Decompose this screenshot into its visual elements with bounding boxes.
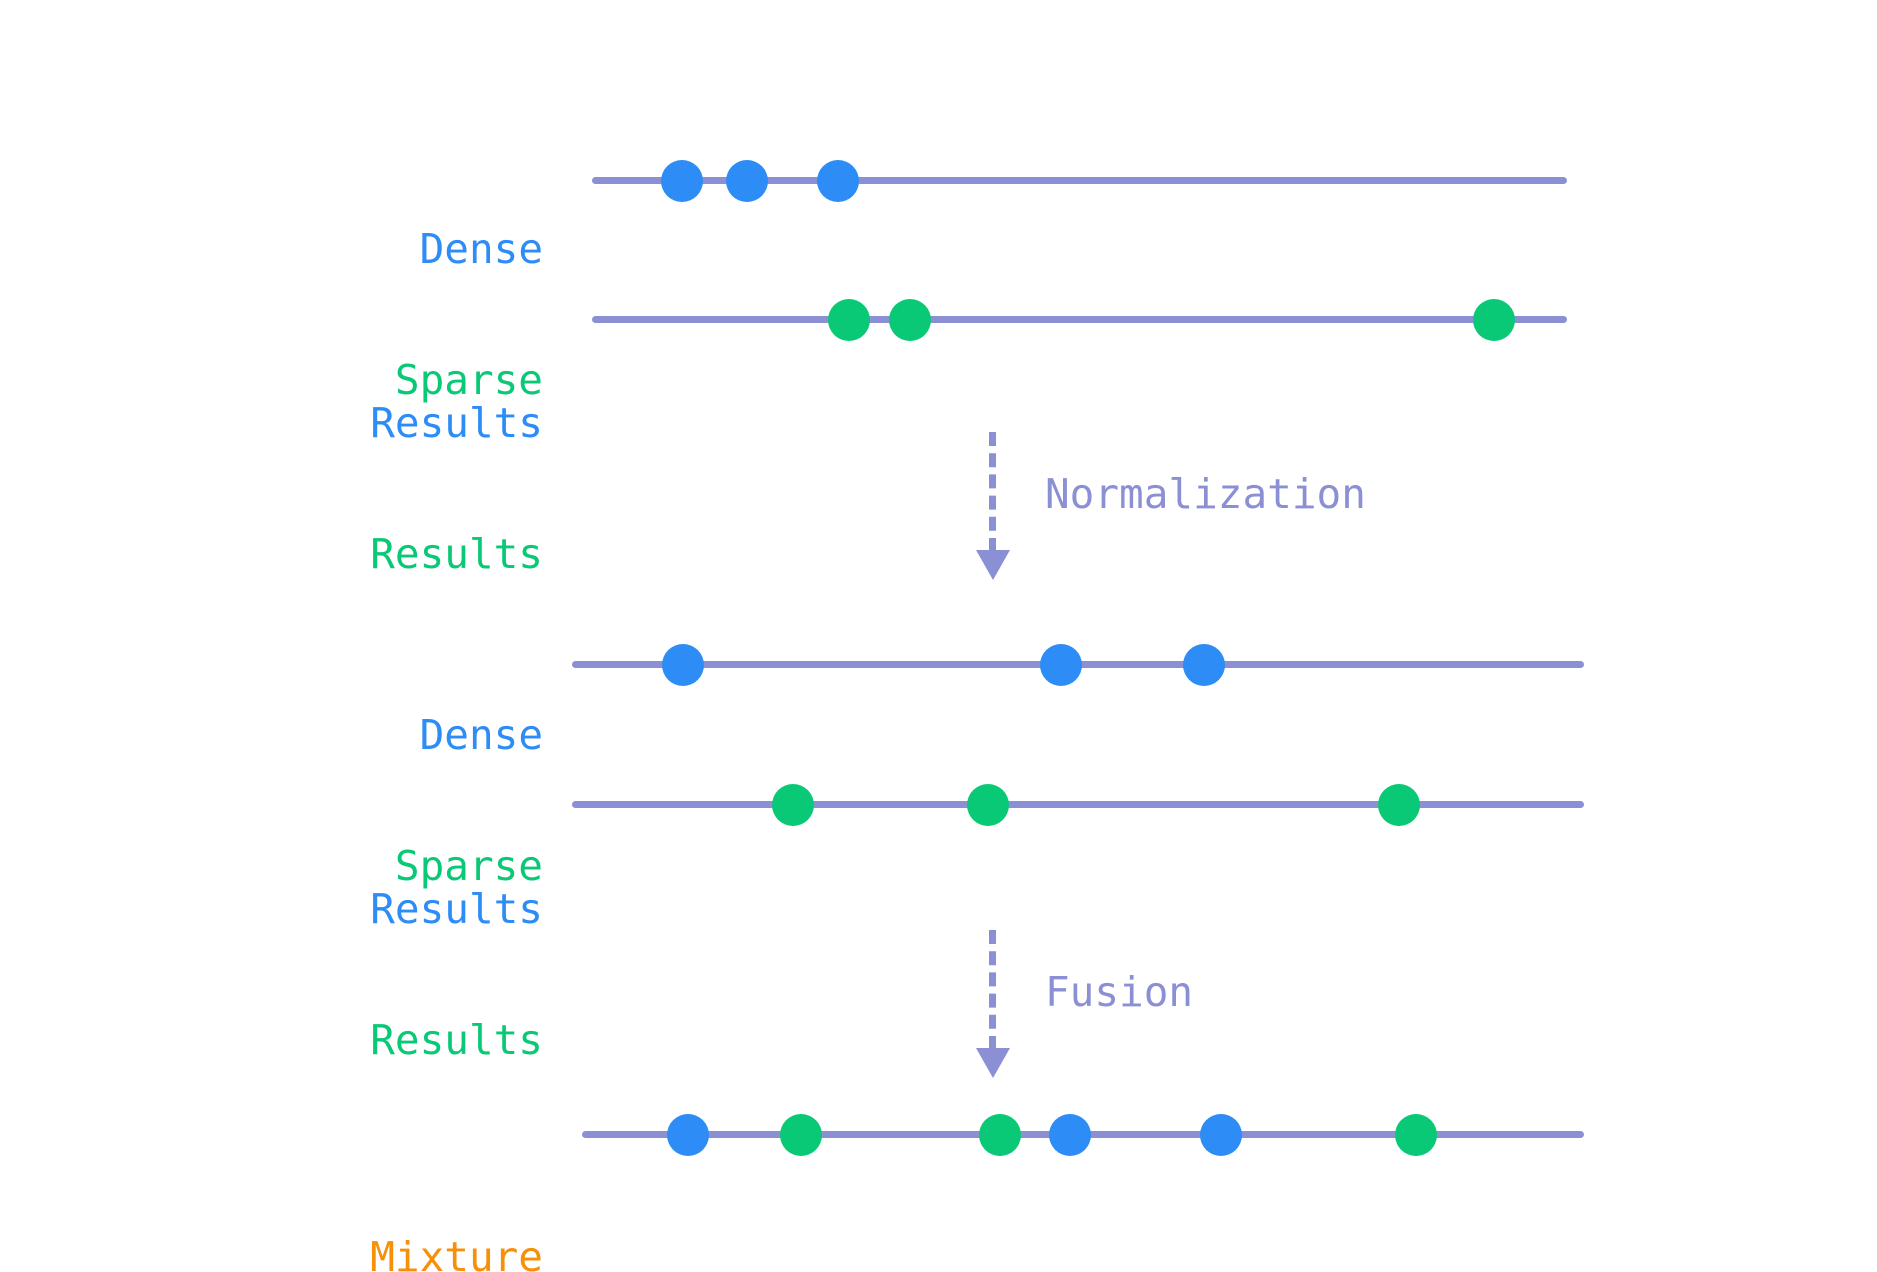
data-point-sparse (1473, 299, 1515, 341)
arrow-head-icon (976, 1048, 1010, 1078)
data-point-sparse (1378, 784, 1420, 826)
axis-line-raw-sparse (592, 316, 1567, 323)
data-point-dense (1040, 644, 1082, 686)
data-point-sparse (772, 784, 814, 826)
data-point-dense (726, 160, 768, 202)
row-label-line1: Mixture (370, 1233, 543, 1272)
flow-label-normalization: Normalization (1045, 470, 1366, 518)
row-label-line1: Dense (419, 225, 543, 273)
data-point-dense (817, 160, 859, 202)
data-point-sparse (828, 299, 870, 341)
data-point-dense (1049, 1114, 1091, 1156)
data-point-sparse (979, 1114, 1021, 1156)
row-label-raw-sparse: Sparse Results (370, 235, 543, 699)
row-label-norm-dense: Dense Results (370, 590, 543, 1054)
arrow-shaft (989, 432, 996, 552)
data-point-sparse (889, 299, 931, 341)
row-label-line1: Sparse (394, 356, 543, 404)
row-label-line1: Sparse (394, 842, 543, 890)
row-label-mixture: Mixture (370, 1112, 543, 1272)
row-label-line2: Results (370, 399, 543, 447)
arrow-head-icon (976, 550, 1010, 580)
row-label-line2: Results (370, 530, 543, 578)
arrow-shaft (989, 930, 996, 1050)
flow-label-fusion: Fusion (1045, 968, 1194, 1016)
row-label-line1: Dense (419, 711, 543, 759)
data-point-sparse (1395, 1114, 1437, 1156)
data-point-dense (667, 1114, 709, 1156)
axis-line-norm-sparse (572, 801, 1584, 808)
data-point-dense (662, 644, 704, 686)
data-point-dense (1200, 1114, 1242, 1156)
data-point-dense (661, 160, 703, 202)
data-point-dense (1183, 644, 1225, 686)
row-label-line2: Results (370, 1016, 543, 1064)
row-label-raw-dense: Dense Results (370, 104, 543, 568)
data-point-sparse (967, 784, 1009, 826)
data-point-sparse (780, 1114, 822, 1156)
row-label-norm-sparse: Sparse Results (370, 721, 543, 1185)
row-label-line2: Results (370, 885, 543, 933)
axis-line-raw-dense (592, 177, 1567, 184)
